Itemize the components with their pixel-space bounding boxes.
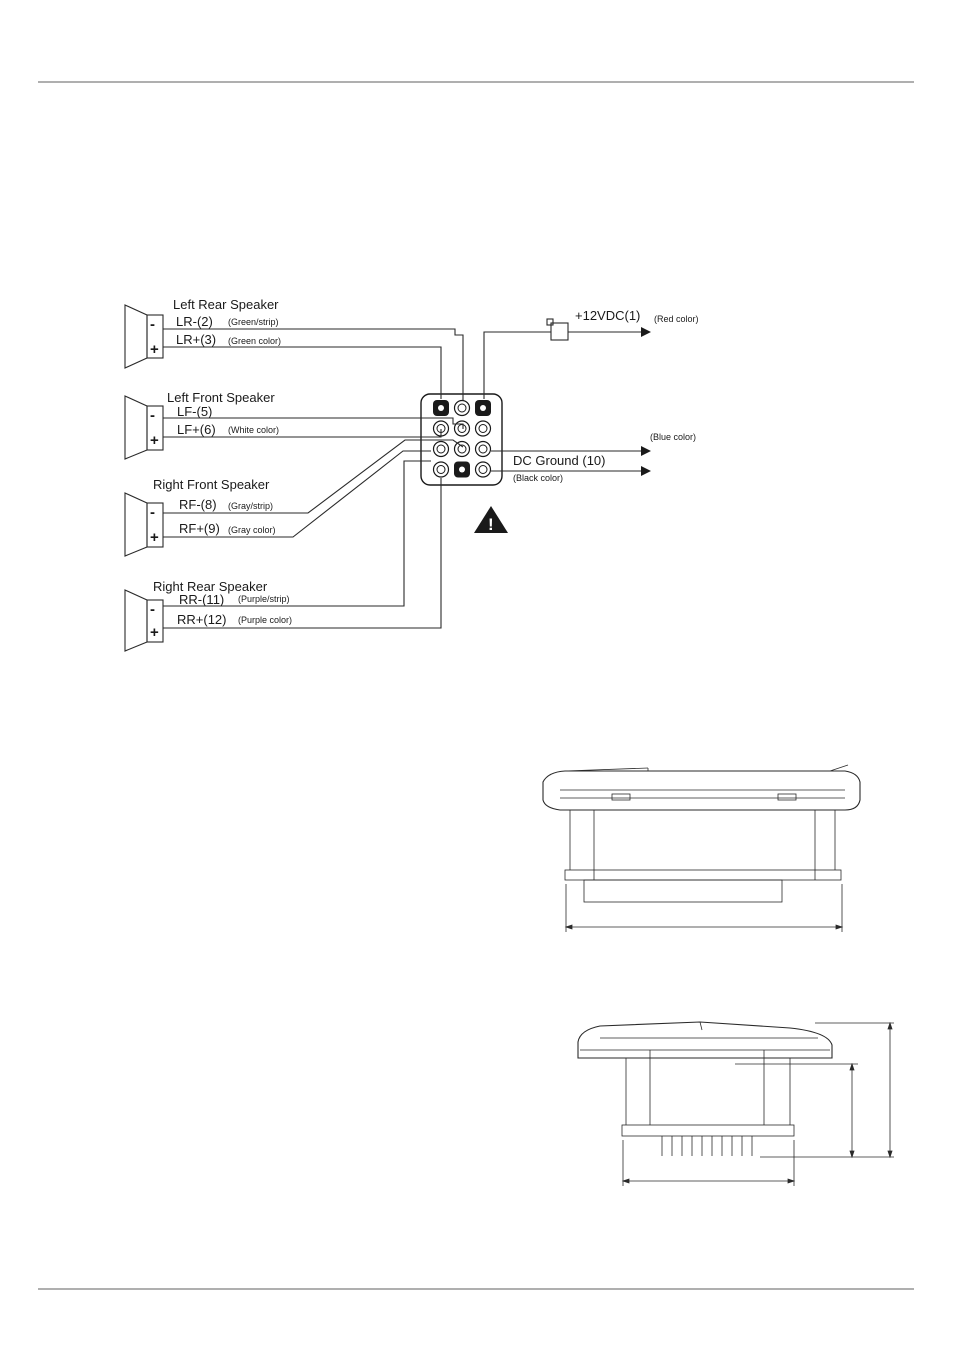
fuse-holder-icon: [550, 322, 569, 341]
minus-sign: -: [150, 504, 155, 521]
connector-pin-inner: [478, 465, 488, 474]
speaker-right-rear: - + Right Rear Speaker RR-(11) (Purple/s…: [124, 579, 292, 652]
plus-sign: +: [150, 341, 159, 358]
unit-top-view-drawing: [542, 764, 861, 932]
power-color: (Red color): [654, 314, 699, 324]
arrow-blue-icon: [641, 446, 651, 456]
wire-power: [483, 331, 551, 399]
minus-wire-color: (Green/strip): [228, 317, 279, 327]
arrow-ground-icon: [641, 466, 651, 476]
connector-pins: [432, 399, 492, 478]
wire-rf-minus: [163, 439, 464, 514]
speaker-right-front: - + Right Front Speaker RF-(8) (Gray/str…: [124, 477, 276, 557]
connector-pin: [474, 461, 492, 478]
plus-wire-color: (Purple color): [238, 615, 292, 625]
wire-rr-plus: [163, 478, 442, 629]
connector-pin-inner: [457, 444, 467, 454]
wire-rr-minus: [163, 460, 431, 607]
warning-sign: !: [488, 515, 494, 534]
speaker-title: Right Front Speaker: [153, 477, 270, 492]
speaker-title: Left Front Speaker: [167, 390, 275, 405]
speaker-title: Right Rear Speaker: [153, 579, 268, 594]
minus-wire-label: LR-(2): [176, 314, 213, 329]
minus-wire-color: (Purple/strip): [238, 594, 290, 604]
speaker-cone-icon: [124, 589, 148, 652]
arrow-power-icon: [641, 327, 651, 337]
plus-sign: +: [150, 432, 159, 449]
connector-pin-inner: [478, 444, 488, 454]
wire-lr-plus: [163, 346, 442, 399]
speaker-terminal-block: [146, 502, 164, 548]
connector-pin-inner: [436, 465, 446, 474]
power-label: +12VDC(1): [575, 308, 640, 323]
connector-pin-inner: [478, 424, 488, 433]
wire-lf-plus: [163, 429, 442, 438]
speaker-terminal-block: [146, 599, 164, 643]
plus-wire-label: LR+(3): [176, 332, 216, 347]
plus-sign: +: [150, 529, 159, 546]
connector-pin: [432, 440, 450, 458]
fuse-cap-icon: [546, 318, 554, 326]
minus-sign: -: [150, 316, 155, 333]
minus-wire-label: RF-(8): [179, 497, 217, 512]
minus-wire-color: (Gray/strip): [228, 501, 273, 511]
plus-wire-label: LF+(6): [177, 422, 216, 437]
speaker-left-rear: - + Left Rear Speaker LR-(2) (Green/stri…: [124, 297, 281, 369]
minus-wire-label: RR-(11): [179, 592, 224, 607]
wire-rf-plus: [163, 450, 431, 538]
unit-side-view-drawing: [577, 1021, 894, 1186]
connector-pin-inner: [436, 444, 446, 454]
connector-pin: [432, 461, 450, 478]
plus-wire-label: RR+(12): [177, 612, 227, 627]
speaker-title: Left Rear Speaker: [173, 297, 279, 312]
connector-pin-hole: [438, 405, 444, 411]
connector-pin-inner: [457, 424, 467, 433]
connector-pin-inner: [457, 403, 467, 413]
connector-pin: [453, 420, 471, 437]
connector-pin-hole: [480, 405, 486, 411]
connector-pin: [474, 420, 492, 437]
wires: [163, 318, 651, 629]
ground-color: (Black color): [513, 473, 563, 483]
plus-sign: +: [150, 624, 159, 641]
speaker-cone-icon: [124, 492, 148, 557]
ground-label: DC Ground (10): [513, 453, 605, 468]
speaker-terminal-block: [146, 405, 164, 451]
connector-pin: [453, 440, 471, 458]
minus-sign: -: [150, 601, 155, 618]
wire-lf-minus: [163, 417, 464, 429]
plus-wire-color: (Gray color): [228, 525, 276, 535]
minus-sign: -: [150, 407, 155, 424]
connector-pin: [474, 440, 492, 458]
blue-wire-color: (Blue color): [650, 432, 696, 442]
connector-pin: [453, 399, 471, 417]
plus-wire-color: (Green color): [228, 336, 281, 346]
speaker-left-front: - + Left Front Speaker LF-(5) LF+(6) (Wh…: [124, 390, 279, 460]
warning-icon: !: [474, 506, 508, 534]
minus-wire-label: LF-(5): [177, 404, 212, 419]
plus-wire-color: (White color): [228, 425, 279, 435]
connector-pin-hole: [459, 466, 465, 473]
plus-wire-label: RF+(9): [179, 521, 220, 536]
wire-lr-minus: [163, 328, 464, 401]
speaker-terminal-block: [146, 314, 164, 359]
speaker-cone-icon: [124, 395, 148, 460]
connector-plug: [420, 393, 503, 486]
speaker-cone-icon: [124, 304, 148, 369]
